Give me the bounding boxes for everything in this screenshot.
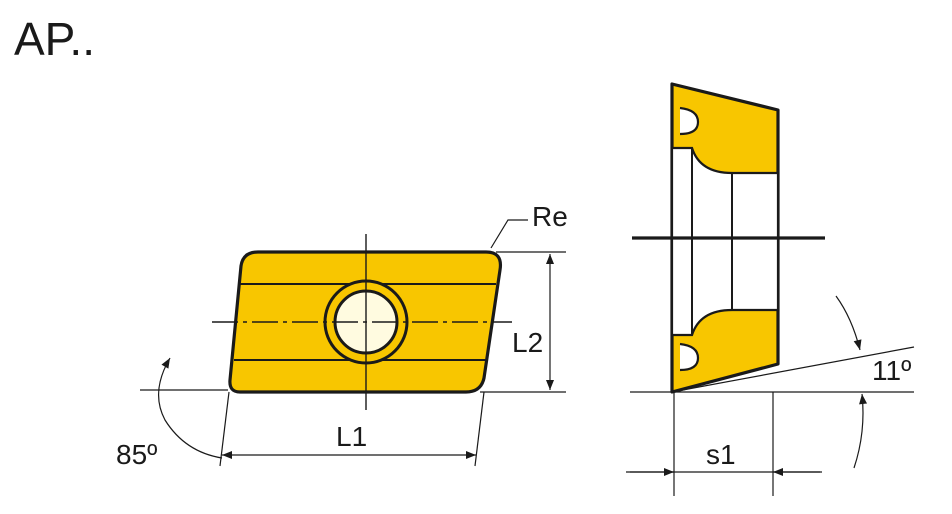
bottom-notch bbox=[679, 342, 700, 372]
l1-extension-right bbox=[474, 391, 485, 467]
re-label: Re bbox=[532, 201, 568, 232]
re-leader bbox=[490, 219, 528, 249]
bore-cavity bbox=[670, 146, 780, 337]
clearance-angle-line bbox=[671, 346, 915, 393]
s1-label: s1 bbox=[706, 439, 736, 470]
front-view: Re L2 L1 85º bbox=[116, 201, 568, 470]
angle-11-label: 11º bbox=[872, 355, 911, 386]
angle-11-arc-lower bbox=[853, 393, 868, 469]
diagram-title: AP.. bbox=[14, 13, 95, 65]
angle-85-arc bbox=[157, 357, 223, 459]
angle-85-label: 85º bbox=[116, 439, 157, 470]
side-view: 11º s1 bbox=[626, 82, 915, 496]
l1-label: L1 bbox=[336, 421, 367, 452]
l2-label: L2 bbox=[512, 327, 543, 358]
top-notch bbox=[679, 106, 700, 136]
angle-11-arc-upper bbox=[835, 295, 862, 351]
l1-extension-left bbox=[219, 391, 230, 467]
